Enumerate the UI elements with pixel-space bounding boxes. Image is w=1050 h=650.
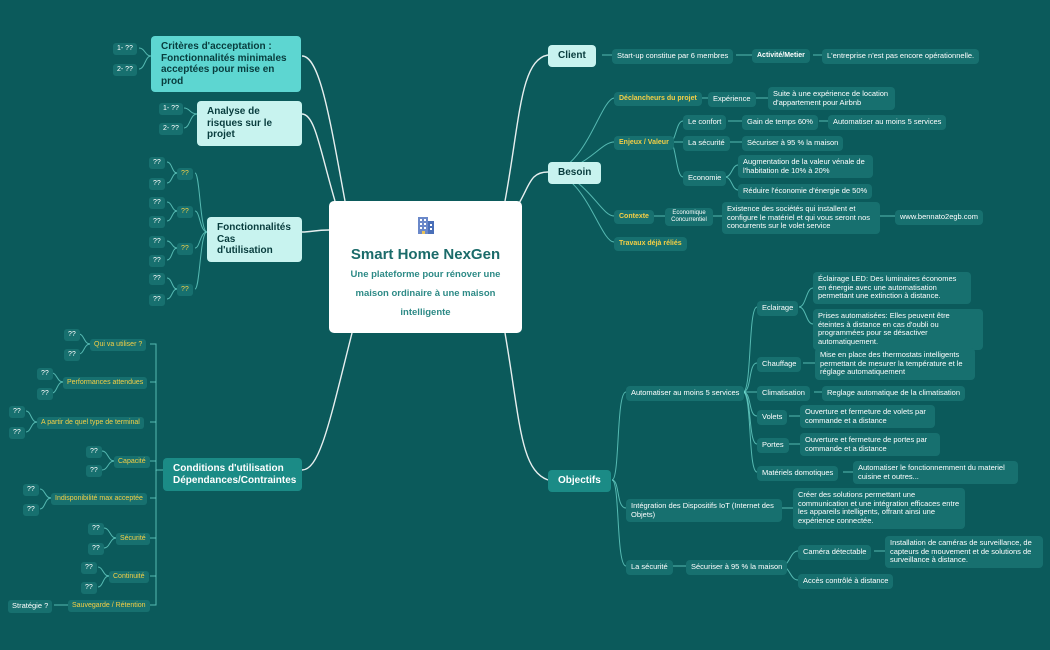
client-startup[interactable]: Start-up constitue par 6 membres: [612, 49, 734, 64]
conditions-leaf[interactable]: ??: [64, 349, 80, 362]
conditions-capacite[interactable]: Capacité: [114, 456, 150, 469]
office-building-icon: [329, 213, 522, 240]
besoin-declencheurs[interactable]: Déclancheurs du projet: [614, 92, 702, 107]
besoin-securite[interactable]: La sécurité: [683, 136, 730, 151]
conditions-performances[interactable]: Performances attendues: [63, 377, 148, 390]
objectifs-automatiser[interactable]: Automatiser au moins 5 services: [626, 386, 745, 401]
besoin-gain[interactable]: Gain de temps 60%: [742, 115, 818, 130]
conditions-qui[interactable]: Qui va utiliser ?: [90, 339, 147, 352]
objectifs-integration-text[interactable]: Créer des solutions permettant une commu…: [793, 488, 965, 529]
fonctionnalites-leaf[interactable]: ??: [149, 178, 165, 191]
fonctionnalites-leaf[interactable]: ??: [149, 294, 165, 307]
central-topic[interactable]: Smart Home NexGen Une plateforme pour ré…: [329, 201, 522, 333]
conditions-leaf[interactable]: ??: [64, 329, 80, 342]
besoin-website[interactable]: www.bennato2egb.com: [895, 210, 983, 225]
conditions-leaf[interactable]: ??: [81, 562, 97, 575]
criteres-item-2[interactable]: 2- ??: [113, 64, 137, 77]
criteres-node[interactable]: Critères d'acceptation : Fonctionnalités…: [151, 36, 301, 92]
conditions-leaf[interactable]: ??: [23, 484, 39, 497]
objectifs-portes[interactable]: Portes: [757, 438, 789, 453]
conditions-terminal[interactable]: A partir de quel type de terminal: [37, 417, 144, 430]
conditions-indisponibilite[interactable]: Indisponibilité max acceptée: [51, 493, 147, 506]
client-activite[interactable]: L'entreprise n'est pas encore opérationn…: [822, 49, 980, 64]
conditions-leaf[interactable]: ??: [81, 582, 97, 595]
besoin-node[interactable]: Besoin: [548, 162, 602, 184]
risques-node[interactable]: Analyse de risques sur le projet: [197, 101, 302, 146]
objectifs-camera-text[interactable]: Installation de caméras de surveillance,…: [885, 536, 1043, 568]
fonctionnalites-leaf[interactable]: ??: [149, 216, 165, 229]
conditions-leaf[interactable]: ??: [23, 504, 39, 517]
besoin-augmentation[interactable]: Augmentation de la valeur vénale de l'ha…: [738, 155, 873, 179]
fonctionnalites-group-3[interactable]: ??: [177, 243, 193, 256]
objectifs-climatisation[interactable]: Climatisation: [757, 386, 810, 401]
besoin-experience-text[interactable]: Suite à une expérience de location d'app…: [768, 87, 895, 111]
objectifs-securiser[interactable]: Sécuriser à 95 % la maison: [686, 560, 788, 575]
fonctionnalites-leaf[interactable]: ??: [149, 157, 165, 170]
client-activite-label[interactable]: Activité/Metier: [752, 49, 810, 64]
conditions-leaf[interactable]: ??: [88, 543, 104, 556]
conditions-strategie[interactable]: Stratégie ?: [8, 600, 53, 613]
conditions-leaf[interactable]: ??: [37, 388, 53, 401]
objectifs-portes-text[interactable]: Ouverture et fermeture de portes par com…: [800, 433, 940, 457]
besoin-concurrentiel[interactable]: Economique Concurrentiel: [665, 208, 713, 226]
besoin-contexte[interactable]: Contexte: [614, 210, 654, 225]
besoin-enjeux[interactable]: Enjeux / Valeur: [614, 136, 674, 151]
besoin-experience[interactable]: Expérience: [708, 92, 756, 107]
objectifs-eclairage-led[interactable]: Éclairage LED: Des luminaires économes e…: [813, 272, 971, 304]
besoin-confort[interactable]: Le confort: [683, 115, 727, 130]
conditions-leaf[interactable]: ??: [86, 446, 102, 459]
objectifs-acces[interactable]: Accès contrôlé à distance: [798, 574, 894, 589]
conditions-sauvegarde[interactable]: Sauvegarde / Rétention: [68, 600, 150, 613]
central-title: Smart Home NexGen: [350, 246, 501, 263]
fonctionnalites-group-2[interactable]: ??: [177, 206, 193, 219]
objectifs-volets-text[interactable]: Ouverture et fermeture de volets par com…: [800, 405, 935, 429]
risques-item-2[interactable]: 2- ??: [159, 123, 183, 136]
objectifs-camera[interactable]: Caméra détectable: [798, 545, 872, 560]
conditions-leaf[interactable]: ??: [9, 427, 25, 440]
objectifs-node[interactable]: Objectifs: [548, 470, 611, 492]
objectifs-climatisation-text[interactable]: Reglage automatique de la climatisation: [822, 386, 965, 401]
conditions-continuite[interactable]: Continuité: [109, 571, 149, 584]
risques-item-1[interactable]: 1- ??: [159, 103, 183, 116]
objectifs-chauffage-text[interactable]: Mise en place des thermostats intelligen…: [815, 348, 975, 380]
objectifs-volets[interactable]: Volets: [757, 410, 788, 425]
conditions-leaf[interactable]: ??: [37, 368, 53, 381]
objectifs-materiels-text[interactable]: Automatiser le fonctionnemment du materi…: [853, 461, 1018, 485]
besoin-reduire[interactable]: Réduire l'économie d'énergie de 50%: [738, 184, 873, 199]
fonctionnalites-leaf[interactable]: ??: [149, 255, 165, 268]
central-subtitle: Une plateforme pour rénover une maison o…: [350, 269, 501, 318]
fonctionnalites-leaf[interactable]: ??: [149, 236, 165, 249]
objectifs-eclairage[interactable]: Eclairage: [757, 301, 799, 316]
besoin-economie[interactable]: Economie: [683, 171, 727, 186]
fonctionnalites-leaf[interactable]: ??: [149, 273, 165, 286]
fonctionnalites-group-4[interactable]: ??: [177, 284, 193, 297]
conditions-securite[interactable]: Sécurité: [116, 533, 150, 546]
objectifs-chauffage[interactable]: Chauffage: [757, 357, 802, 372]
objectifs-prises[interactable]: Prises automatisées: Elles peuvent être …: [813, 309, 983, 350]
besoin-travaux[interactable]: Travaux déjà réliés: [614, 237, 687, 252]
besoin-existence[interactable]: Existence des sociétés qui installent et…: [722, 202, 880, 234]
conditions-leaf[interactable]: ??: [88, 523, 104, 536]
besoin-securiser[interactable]: Sécuriser à 95 % la maison: [742, 136, 844, 151]
conditions-leaf[interactable]: ??: [86, 465, 102, 478]
conditions-leaf[interactable]: ??: [9, 406, 25, 419]
criteres-item-1[interactable]: 1- ??: [113, 43, 137, 56]
fonctionnalites-group-1[interactable]: ??: [177, 168, 193, 181]
fonctionnalites-leaf[interactable]: ??: [149, 197, 165, 210]
conditions-node[interactable]: Conditions d'utilisation Dépendances/Con…: [163, 458, 302, 491]
objectifs-materiels[interactable]: Matériels domotiques: [757, 466, 839, 481]
fonctionnalites-node[interactable]: Fonctionnalités Cas d'utilisation: [207, 217, 302, 262]
objectifs-securite[interactable]: La sécurité: [626, 560, 673, 575]
besoin-automatiser[interactable]: Automatiser au moins 5 services: [828, 115, 947, 130]
objectifs-integration[interactable]: Intégration des Dispositifs IoT (Interne…: [626, 499, 782, 523]
client-node[interactable]: Client: [548, 45, 596, 67]
